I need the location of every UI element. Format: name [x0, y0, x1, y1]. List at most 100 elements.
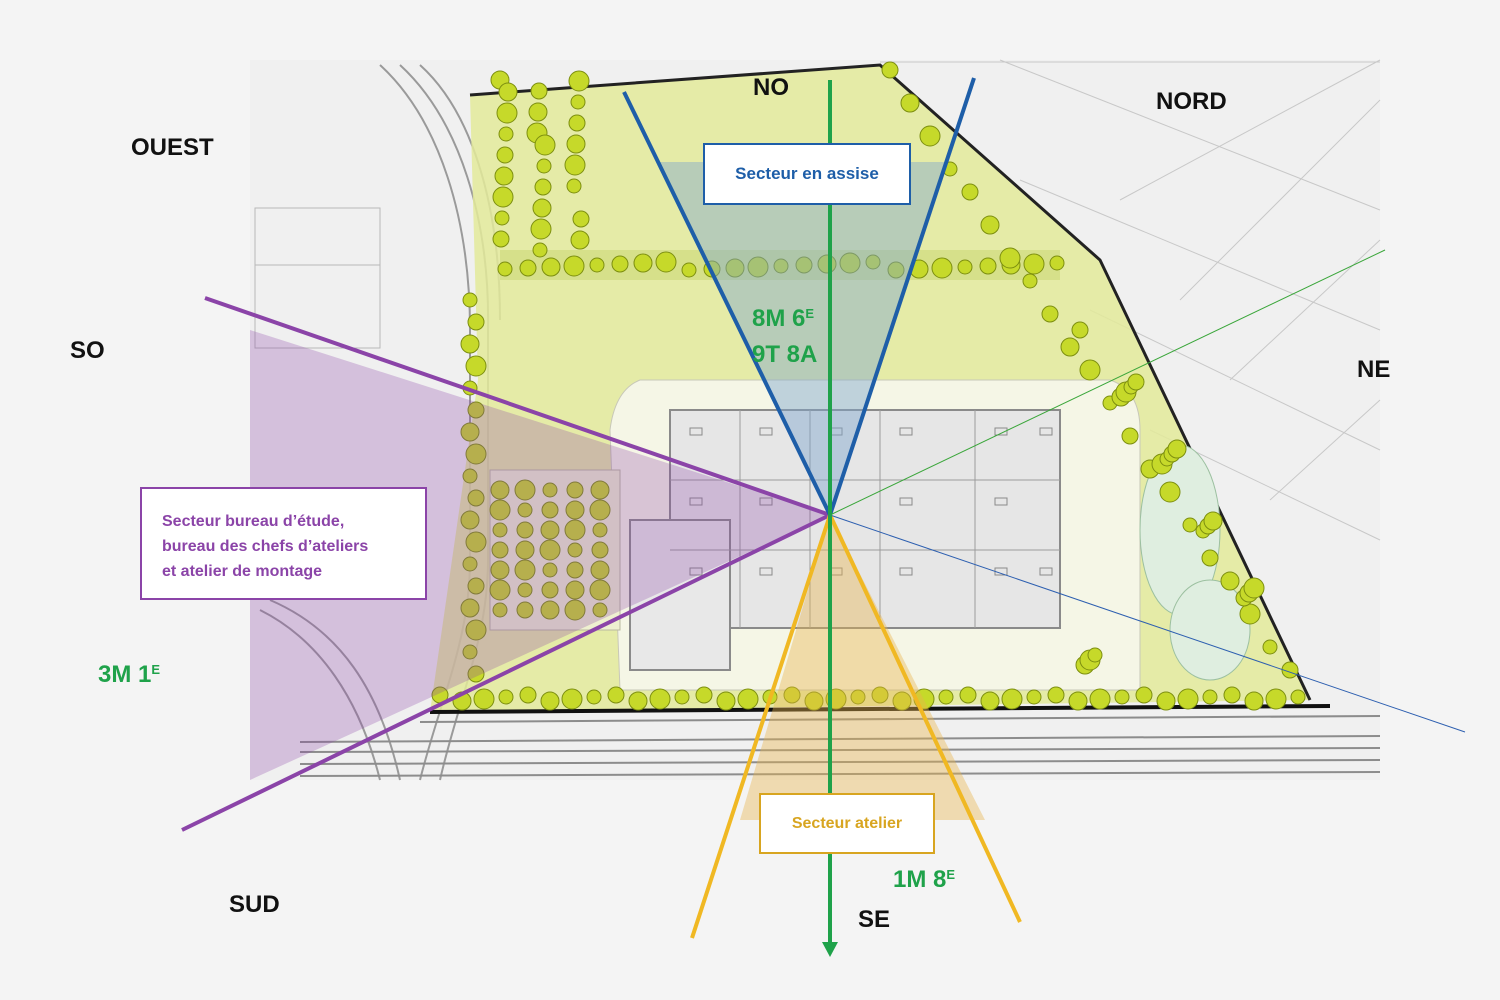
tree-icon — [467, 313, 485, 331]
tree-icon — [492, 602, 508, 618]
tree-icon — [498, 82, 518, 102]
tree-icon — [931, 257, 953, 279]
tree-icon — [467, 401, 485, 419]
tree-icon — [795, 256, 813, 274]
tree-icon — [919, 125, 941, 147]
tree-icon — [979, 257, 997, 275]
direction-no: NO — [753, 74, 789, 101]
tree-icon — [530, 82, 548, 100]
tree-icon — [460, 598, 480, 618]
tree-icon — [850, 689, 866, 705]
tree-icon — [783, 686, 801, 704]
tree-icon — [747, 256, 769, 278]
tree-icon — [980, 215, 1000, 235]
sector-atelier-label: Secteur atelier — [759, 793, 935, 854]
tree-icon — [489, 499, 511, 521]
tree-icon — [1201, 549, 1219, 567]
tree-icon — [494, 166, 514, 186]
tree-icon — [681, 262, 697, 278]
tree-icon — [980, 691, 1000, 711]
tree-icon — [514, 559, 536, 581]
tree-icon — [566, 481, 584, 499]
tree-icon — [633, 253, 653, 273]
tree-icon — [1001, 688, 1023, 710]
tree-icon — [1167, 439, 1187, 459]
tree-icon — [541, 581, 559, 599]
tree-icon — [517, 582, 533, 598]
tree-icon — [1159, 481, 1181, 503]
tree-icon — [607, 686, 625, 704]
tree-icon — [1047, 686, 1065, 704]
tree-icon — [528, 102, 548, 122]
tree-icon — [1041, 305, 1059, 323]
tree-icon — [725, 258, 745, 278]
tree-icon — [534, 178, 552, 196]
sector-bureau — [181, 296, 831, 832]
sector-assise — [622, 77, 976, 516]
tree-icon — [498, 126, 514, 142]
sector-bureau-label-line: bureau des chefs d’ateliers — [162, 538, 369, 555]
tree-icon — [1243, 577, 1265, 599]
tree-icon — [473, 688, 495, 710]
tree-icon — [999, 247, 1021, 269]
tree-icon — [465, 355, 487, 377]
tree-icon — [514, 479, 536, 501]
tree-icon — [1135, 686, 1153, 704]
tree-icon — [1121, 427, 1139, 445]
tree-icon — [460, 334, 480, 354]
tree-icon — [516, 521, 534, 539]
tree-icon — [490, 560, 510, 580]
tree-icon — [674, 689, 690, 705]
tree-icon — [611, 255, 629, 273]
tree-icon — [492, 522, 508, 538]
direction-so: SO — [70, 337, 105, 364]
tree-icon — [565, 580, 585, 600]
tree-icon — [589, 257, 605, 273]
tree-icon — [564, 599, 586, 621]
tree-icon — [1114, 689, 1130, 705]
tree-icon — [465, 443, 487, 465]
tree-icon — [494, 210, 510, 226]
tree-icon — [592, 602, 608, 618]
tree-icon — [465, 619, 487, 641]
sector-bureau-metric: 3M 1E — [98, 661, 161, 688]
tree-icon — [492, 230, 510, 248]
arrow-down-icon — [822, 942, 838, 957]
sector-assise-label: Secteur en assise — [703, 143, 911, 205]
tree-icon — [489, 579, 511, 601]
tree-icon — [1223, 686, 1241, 704]
tree-icon — [570, 94, 586, 110]
tree-icon — [567, 542, 583, 558]
tree-icon — [871, 686, 889, 704]
tree-icon — [467, 665, 485, 683]
tree-icon — [1156, 691, 1176, 711]
tree-icon — [491, 541, 509, 559]
tree-icon — [496, 102, 518, 124]
tree-icon — [540, 691, 560, 711]
tree-icon — [542, 482, 558, 498]
tree-icon — [492, 186, 514, 208]
tree-icon — [540, 600, 560, 620]
tree-icon — [462, 292, 478, 308]
metric-line: 9T 8A — [752, 341, 818, 368]
tree-icon — [1049, 255, 1065, 271]
tree-icon — [541, 501, 559, 519]
tree-icon — [804, 691, 824, 711]
tree-icon — [519, 686, 537, 704]
sector-atelier-metric: 1M 8E — [893, 866, 956, 893]
direction-ouest: OUEST — [131, 134, 214, 161]
tree-icon — [532, 242, 548, 258]
tree-icon — [1071, 321, 1089, 339]
tree-icon — [563, 255, 585, 277]
tree-icon — [467, 577, 485, 595]
sector-atelier — [690, 514, 1022, 939]
tree-icon — [1265, 688, 1287, 710]
tree-icon — [490, 480, 510, 500]
tree-icon — [1022, 273, 1038, 289]
tree-icon — [570, 230, 590, 250]
tree-icon — [1202, 689, 1218, 705]
tree-icon — [959, 686, 977, 704]
tree-icon — [1244, 691, 1264, 711]
tree-icon — [865, 254, 881, 270]
tree-icon — [541, 257, 561, 277]
